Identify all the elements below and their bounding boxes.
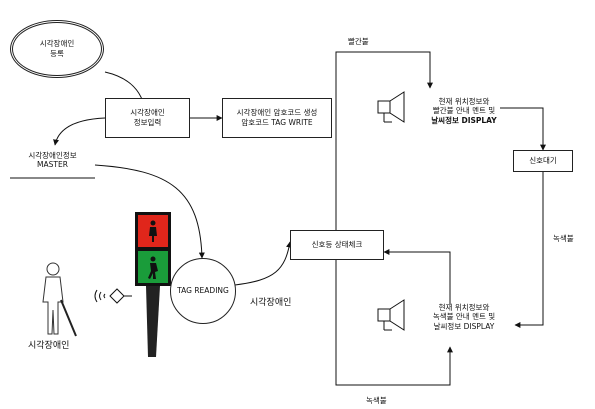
signal-check-node: 신호등 상태체크 — [290, 230, 384, 260]
register-node: 시각장애인 등록 — [10, 20, 104, 78]
tag-reading-node: TAG READING — [170, 258, 236, 324]
rfid-tag-icon — [95, 289, 132, 303]
green-display-node: 현재 위치정보와 녹색불 안내 멘트 및 날씨정보 DISPLAY — [410, 303, 518, 331]
person-caption: 시각장애인 — [28, 341, 69, 352]
speaker-icon — [378, 300, 404, 330]
register-line-1: 시각장애인 — [40, 39, 75, 49]
edge-tag-to-check — [235, 242, 290, 285]
master-line-1: 시각장애인정보 — [10, 151, 95, 160]
code-gen-line-1: 시각장애인 암호코드 생성 — [237, 108, 318, 118]
signal-check-label: 신호등 상태체크 — [312, 240, 363, 250]
red-display-line-1: 현재 위치정보와 — [410, 97, 518, 106]
green-display-line-1: 현재 위치정보와 — [410, 303, 518, 312]
signal-wait-label: 신호대기 — [529, 156, 557, 166]
green-display-line-2: 녹색불 안내 멘트 및 — [410, 312, 518, 321]
red-light-label: 빨간불 — [348, 37, 369, 46]
register-line-2: 등록 — [50, 49, 64, 59]
tag-reading-label: TAG READING — [177, 286, 229, 296]
master-node: 시각장애인정보 MASTER — [10, 151, 95, 170]
speaker-icon — [378, 92, 404, 122]
red-display-line-3: 날씨정보 DISPLAY — [410, 116, 518, 125]
edge-wait-to-green — [515, 170, 543, 325]
signal-wait-node: 신호대기 — [513, 150, 573, 172]
red-display-node: 현재 위치정보와 빨간불 안내 멘트 및 날씨정보 DISPLAY — [410, 97, 518, 125]
info-input-node: 시각장애인 정보입력 — [105, 98, 190, 138]
green-light-bottom-label: 녹색불 — [366, 396, 387, 405]
edge-green-to-check — [384, 252, 450, 305]
code-gen-node: 시각장애인 암호코드 생성 암호코드 TAG WRITE — [222, 98, 332, 138]
info-input-line-2: 정보입력 — [134, 118, 162, 128]
traffic-light-icon — [135, 212, 171, 357]
master-line-2: MASTER — [10, 160, 95, 169]
green-display-line-3: 날씨정보 DISPLAY — [410, 322, 518, 331]
info-input-line-1: 시각장애인 — [130, 108, 165, 118]
person-with-cane-icon — [43, 263, 76, 336]
code-gen-line-2: 암호코드 TAG WRITE — [241, 118, 312, 128]
edge-check-to-red — [336, 52, 430, 230]
edge-input-to-master — [55, 118, 105, 145]
blind-person-arrow-label: 시각장애인 — [250, 298, 291, 309]
green-light-right-label: 녹색불 — [553, 234, 574, 243]
red-display-line-2: 빨간불 안내 멘트 및 — [410, 106, 518, 115]
